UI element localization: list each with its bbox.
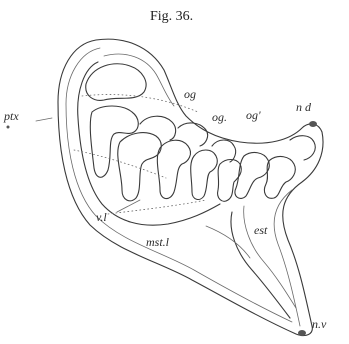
label-og-left: og — [184, 87, 196, 101]
stipple-lines — [74, 95, 206, 214]
dorsal-nerve-dot — [309, 121, 317, 127]
figure-title: Fig. 36. — [150, 9, 193, 24]
label-nd: n d — [296, 100, 312, 114]
label-og-mid: og. — [212, 110, 227, 124]
label-vl: v.l — [96, 210, 107, 224]
label-nv: n.v — [312, 317, 327, 331]
outer-body-outline — [58, 39, 323, 335]
folded-lamellae — [90, 106, 315, 201]
label-og-prime: og' — [246, 108, 261, 122]
ventral-nerve-dot — [298, 330, 306, 336]
label-mstl: mst.l — [146, 235, 170, 249]
label-est: est — [254, 223, 268, 237]
label-ptx: ptx — [3, 109, 19, 123]
ptx-dot — [7, 126, 10, 129]
